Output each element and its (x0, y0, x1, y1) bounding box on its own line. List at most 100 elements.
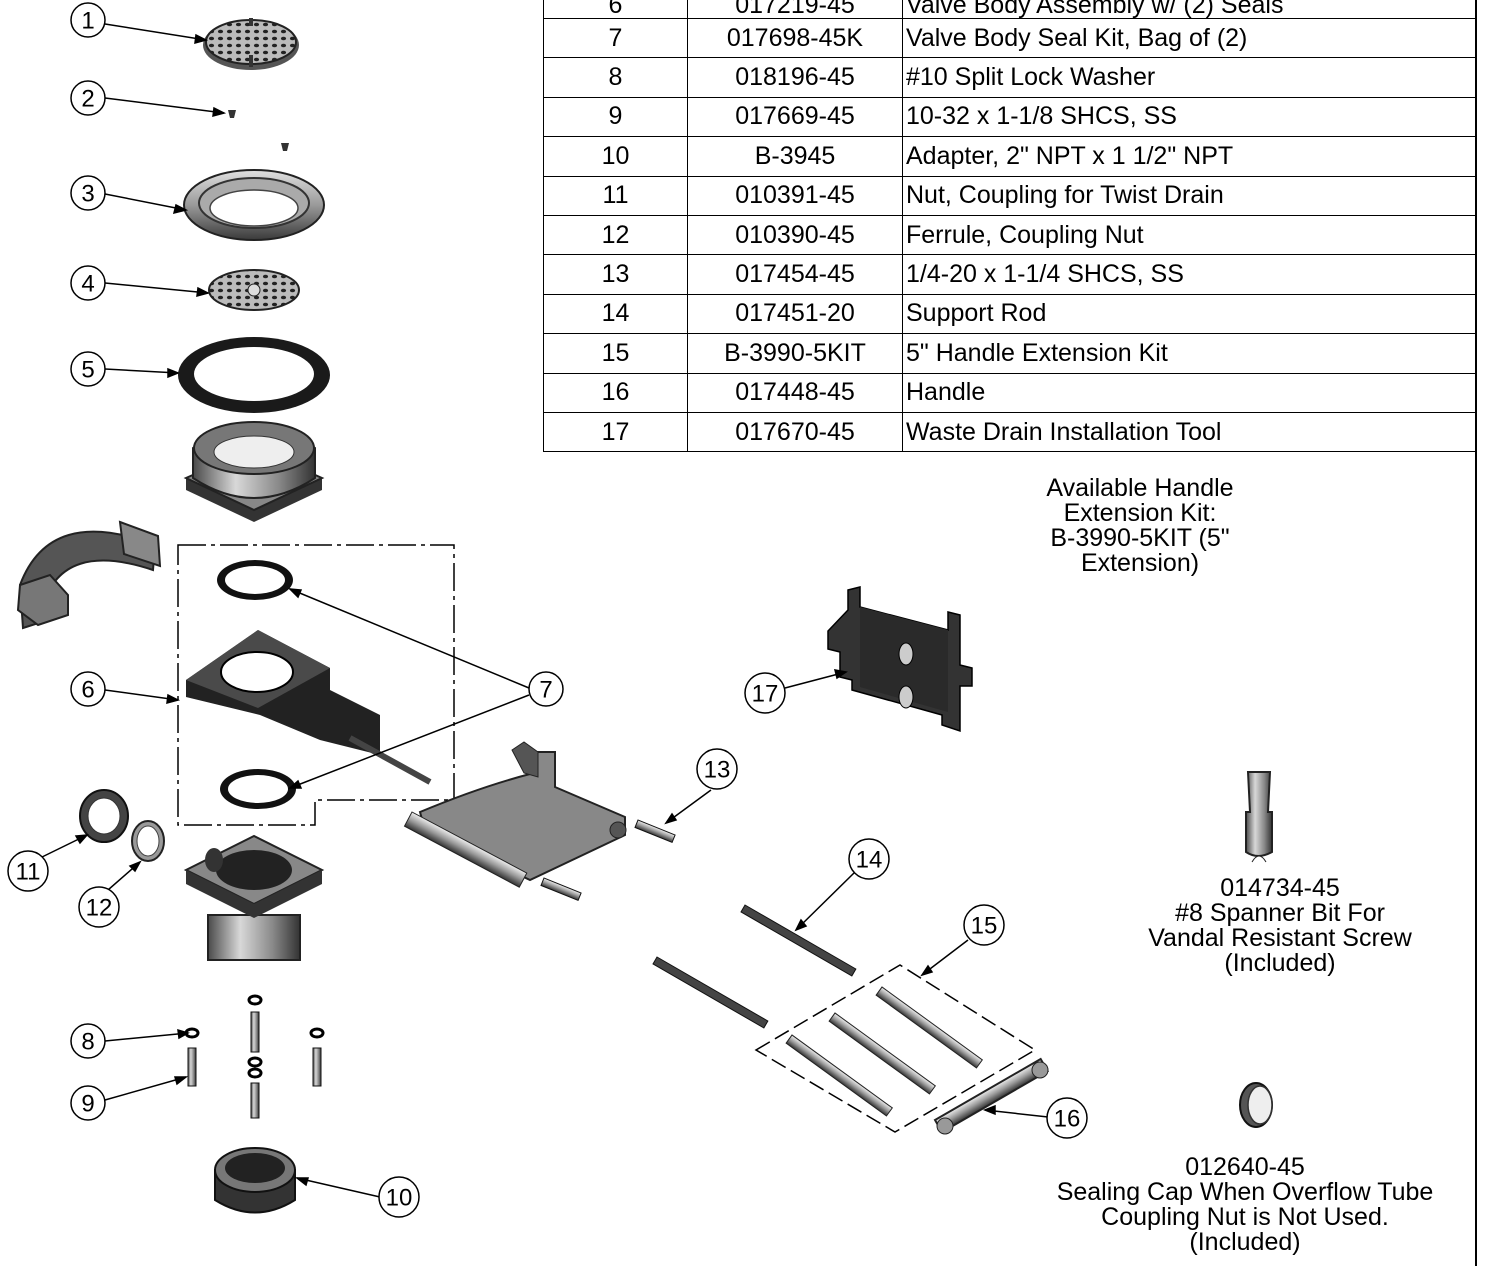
description-cell: 1/4-20 x 1-1/4 SHCS, SS (902, 254, 1476, 295)
sealing-cap-part-number: 012640-45 (1185, 1153, 1305, 1181)
callout-3 (70, 175, 106, 211)
description-cell: Nut, Coupling for Twist Drain (902, 175, 1476, 216)
description-cell: Valve Body Assembly w/ (2) Seals (902, 0, 1476, 19)
callout-label-17: 17 (752, 681, 779, 708)
ferrule-part (131, 820, 165, 862)
lock-washer-and-screw-parts (184, 994, 325, 1119)
description-cell: Ferrule, Coupling Nut (902, 214, 1476, 256)
strainer-grate-part (203, 18, 299, 70)
basket-strainer-part (208, 269, 300, 311)
callout-2 (70, 80, 106, 116)
callout-1 (70, 2, 106, 38)
table-row: 9 017669-45 10-32 x 1-1/8 SHCS, SS (543, 96, 1476, 138)
callout-label-7: 7 (539, 677, 552, 704)
callout-17 (744, 672, 786, 714)
part-number-cell: B-3945 (687, 136, 903, 177)
adapter-part (214, 1147, 296, 1214)
part-number-cell: 017219-45 (687, 0, 903, 19)
support-rod-parts (652, 904, 857, 1029)
leader-lines (39, 23, 1049, 1198)
callout-15 (963, 904, 1005, 946)
item-cell: 8 (543, 57, 688, 98)
item-cell: 10 (543, 136, 688, 177)
callout-label-1: 1 (81, 8, 94, 35)
callout-13 (696, 748, 738, 790)
part-number-cell: 010391-45 (687, 175, 903, 216)
table-row: 14 017451-20 Support Rod (543, 293, 1476, 335)
drain-body-part (183, 421, 325, 522)
flange-ring-part (183, 169, 325, 241)
callout-label-8: 8 (81, 1029, 94, 1056)
coupling-nut-part (79, 789, 129, 843)
sealing-cap-part (1239, 1082, 1273, 1128)
sealing-cap-note: 012640-45 Sealing Cap When Overflow Tube… (1020, 1155, 1470, 1255)
callout-5 (70, 351, 106, 387)
valve-body-assembly-boundary (177, 544, 455, 826)
table-row: 13 017454-45 1/4-20 x 1-1/4 SHCS, SS (543, 254, 1476, 295)
table-row: 6 017219-45 Valve Body Assembly w/ (2) S… (543, 0, 1476, 19)
callout-label-9: 9 (81, 1091, 94, 1118)
spanner-bit-line2: Vandal Resistant Screw (1148, 924, 1412, 952)
description-cell: Handle (902, 372, 1476, 413)
extension-kit-boundary (754, 964, 1037, 1133)
extension-note-line2: B-3990-5KIT (5" Extension) (1050, 524, 1230, 577)
callout-labels: 1 2 3 4 5 6 7 8 9 10 11 12 13 14 15 16 1… (16, 8, 1081, 1212)
table-row: 11 010391-45 Nut, Coupling for Twist Dra… (543, 175, 1476, 216)
item-cell: 16 (543, 372, 688, 413)
description-cell: #10 Split Lock Washer (902, 57, 1476, 98)
description-cell: Waste Drain Installation Tool (902, 411, 1476, 453)
part-number-cell: 018196-45 (687, 57, 903, 98)
callout-bubbles (7, 2, 1088, 1218)
spanner-bit-line3: (Included) (1224, 949, 1336, 977)
callout-label-11: 11 (16, 859, 41, 886)
spanner-bit-line1: #8 Spanner Bit For (1175, 899, 1385, 927)
callout-10 (378, 1176, 420, 1218)
callout-7 (528, 671, 564, 707)
callout-4 (70, 265, 106, 301)
callout-label-3: 3 (81, 181, 94, 208)
drawing-frame-border (1475, 0, 1477, 1266)
callout-label-16: 16 (1054, 1106, 1081, 1133)
valve-seal-top-part (217, 560, 293, 600)
table-row: 12 010390-45 Ferrule, Coupling Nut (543, 214, 1476, 256)
callout-label-14: 14 (856, 847, 883, 874)
item-cell: 15 (543, 333, 688, 374)
callout-label-13: 13 (704, 757, 731, 784)
callout-6 (70, 671, 106, 707)
part-number-cell: B-3990-5KIT (687, 333, 903, 374)
part-number-cell: 017454-45 (687, 254, 903, 295)
shcs-screw-parts (540, 819, 676, 902)
handle-part (933, 1057, 1050, 1135)
part-number-cell: 017698-45K (687, 17, 903, 59)
extension-kit-note: Available Handle Extension Kit: B-3990-5… (990, 476, 1290, 576)
callout-label-15: 15 (971, 913, 998, 940)
description-cell: Adapter, 2" NPT x 1 1/2" NPT (902, 136, 1476, 177)
clamp-part (16, 520, 162, 630)
callout-14 (848, 838, 890, 880)
callout-8 (70, 1023, 106, 1059)
valve-seal-bottom-part (220, 769, 296, 809)
callout-label-5: 5 (81, 357, 94, 384)
extension-rod-parts (785, 986, 984, 1117)
table-row: 15 B-3990-5KIT 5" Handle Extension Kit (543, 333, 1476, 374)
item-cell: 17 (543, 411, 688, 453)
sealing-cap-line3: (Included) (1189, 1228, 1301, 1256)
callout-label-10: 10 (386, 1185, 413, 1212)
sealing-cap-line1: Sealing Cap When Overflow Tube (1056, 1178, 1434, 1206)
extension-note-line1: Available Handle Extension Kit: (1046, 474, 1234, 527)
part-number-cell: 010390-45 (687, 214, 903, 256)
callout-label-2: 2 (81, 86, 94, 113)
spanner-bit-note: 014734-45 #8 Spanner Bit For Vandal Resi… (1110, 876, 1450, 976)
handle-bracket-part (403, 741, 627, 888)
spanner-bit-part-number: 014734-45 (1220, 874, 1340, 902)
sealing-cap-line2: Coupling Nut is Not Used. (1101, 1203, 1389, 1231)
part-number-cell: 017670-45 (687, 411, 903, 453)
callout-11 (7, 850, 49, 892)
table-row: 10 B-3945 Adapter, 2" NPT x 1 1/2" NPT (543, 136, 1476, 177)
description-cell: Support Rod (902, 293, 1476, 335)
callout-16 (1046, 1097, 1088, 1139)
callout-label-4: 4 (81, 271, 94, 298)
table-row: 16 017448-45 Handle (543, 372, 1476, 413)
installation-tool-part (827, 586, 973, 733)
description-cell: Valve Body Seal Kit, Bag of (2) (902, 17, 1476, 59)
